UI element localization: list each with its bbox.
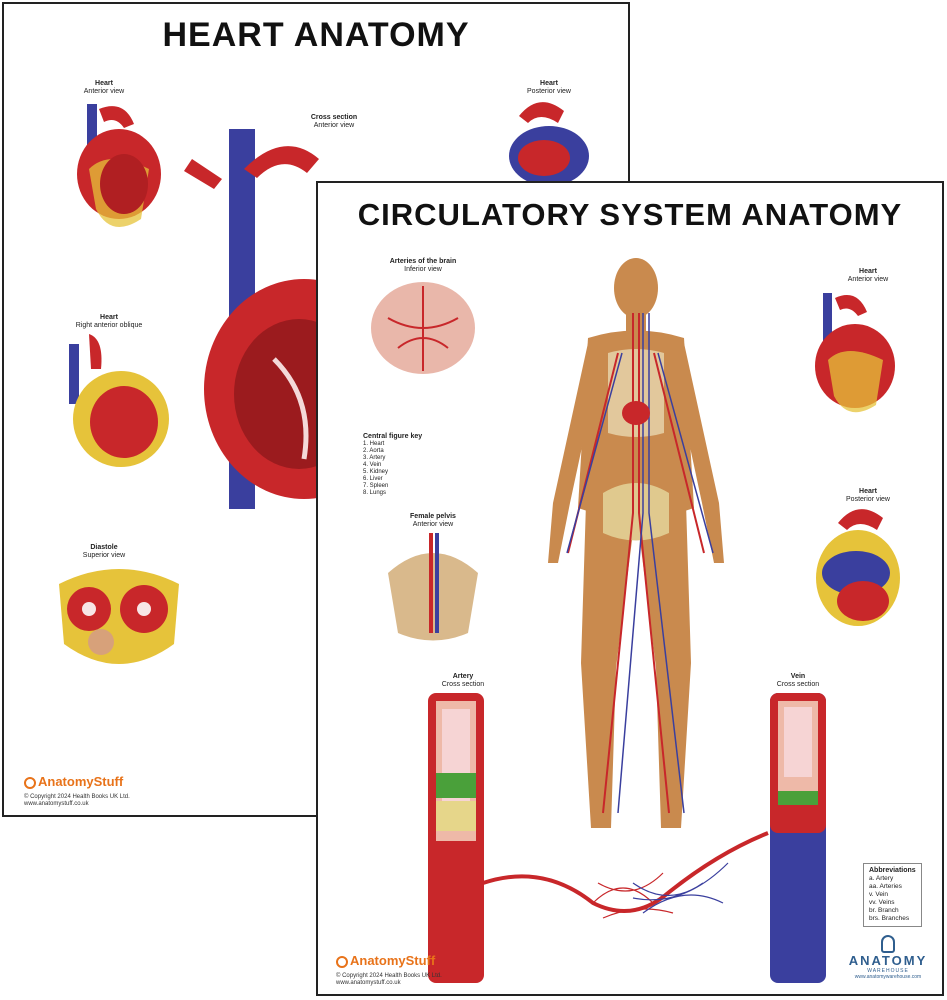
caption-right-anterior-oblique: Heart Right anterior oblique — [75, 314, 143, 329]
caption-front-heart-posterior: Heart Posterior view — [846, 488, 890, 503]
female-pelvis-illustration — [388, 533, 478, 641]
caption-artery: Artery Cross section — [441, 673, 485, 688]
brain-arteries-illustration — [371, 282, 475, 374]
vein-cross-section-illustration — [770, 693, 826, 983]
heart-poster-title: HEART ANATOMY — [162, 16, 470, 54]
circulatory-poster-title: CIRCULATORY SYSTEM ANATOMY — [357, 197, 903, 232]
anatomy-warehouse-icon — [881, 935, 895, 953]
circulatory-poster-brand: AnatomyStuff — [336, 953, 435, 968]
heart-poster-copyright: © Copyright 2024 Health Books UK Ltd. ww… — [24, 794, 130, 807]
capillary-network-illustration — [482, 831, 769, 919]
caption-diastole: Diastole Superior view — [82, 544, 126, 559]
caption-front-heart-anterior: Heart Anterior view — [847, 268, 889, 283]
heart-cross-section-illustration — [184, 129, 404, 509]
abbreviations-box: Abbreviations a. Artery aa. Arteries v. … — [863, 863, 922, 927]
heart-poster-brand: AnatomyStuff — [24, 774, 123, 789]
circulatory-poster-copyright: © Copyright 2024 Health Books UK Ltd. ww… — [336, 973, 442, 986]
human-circulatory-figure — [548, 258, 724, 828]
heart-oblique-illustration — [69, 334, 169, 467]
heart-valves-illustration — [59, 569, 179, 664]
caption-cross-section: Cross section Anterior view — [310, 114, 358, 129]
front-heart-posterior-illustration — [816, 509, 900, 626]
anatomystuff-logo-icon — [336, 956, 348, 968]
anatomystuff-logo-icon — [24, 777, 36, 789]
anatomy-warehouse-logo: ANATOMY WAREHOUSE www.anatomywarehouse.c… — [848, 935, 928, 980]
caption-brain-arteries: Arteries of the brain Inferior view — [389, 258, 457, 273]
artery-cross-section-illustration — [428, 693, 484, 983]
central-figure-key: Central figure key 1. Heart 2. Aorta 3. … — [363, 433, 423, 496]
caption-heart-posterior: Heart Posterior view — [527, 80, 571, 95]
caption-heart-anterior: Heart Anterior view — [83, 80, 125, 95]
caption-female-pelvis: Female pelvis Anterior view — [410, 513, 456, 528]
caption-vein: Vein Cross section — [776, 673, 820, 688]
circulatory-system-poster: CIRCULATORY SYSTEM ANATOMY Arteries of t… — [316, 181, 944, 996]
front-heart-anterior-illustration — [815, 293, 895, 413]
heart-posterior-illustration — [509, 102, 589, 186]
heart-anterior-illustration — [77, 104, 161, 227]
